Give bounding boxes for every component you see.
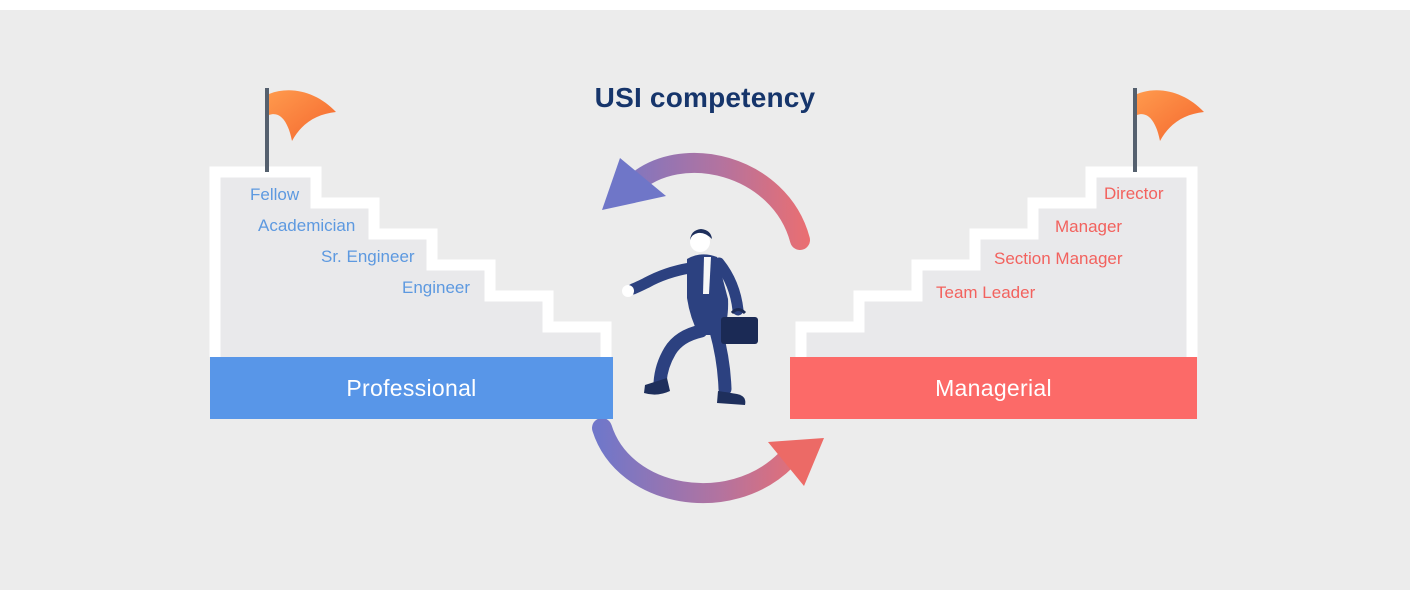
step-label-team-leader: Team Leader xyxy=(936,283,1036,302)
professional-track-bar: Professional xyxy=(210,357,613,419)
cycle-arrow-bottom-icon xyxy=(592,418,824,504)
businessman-icon xyxy=(622,229,758,405)
left-flag-icon xyxy=(265,88,336,172)
left-staircase xyxy=(209,166,612,357)
step-label-academician: Academician xyxy=(258,216,356,235)
step-label-fellow: Fellow xyxy=(250,185,300,204)
step-label-sr-engineer: Sr. Engineer xyxy=(321,247,415,266)
diagram-title: USI competency xyxy=(594,82,816,113)
right-staircase xyxy=(795,166,1198,357)
step-label-director: Director xyxy=(1104,184,1164,203)
step-label-manager: Manager xyxy=(1055,217,1123,236)
step-label-engineer: Engineer xyxy=(402,278,471,297)
right-flag-icon xyxy=(1133,88,1204,172)
cycle-arrow-top-icon xyxy=(602,153,810,250)
step-label-section-manager: Section Manager xyxy=(994,249,1123,268)
managerial-track-bar: Managerial xyxy=(790,357,1197,419)
